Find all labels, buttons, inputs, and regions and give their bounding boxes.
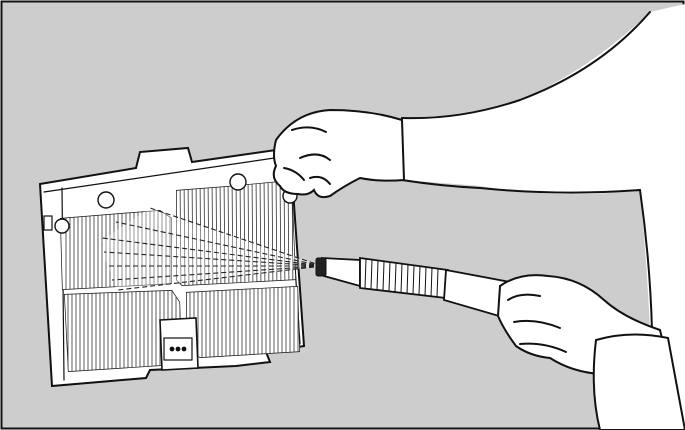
filter-clip: [55, 219, 69, 233]
filter-clip: [230, 174, 246, 190]
filter-latch: [160, 318, 198, 370]
filter-mesh-lower-right: [186, 286, 300, 358]
filter-side-tab: [44, 216, 52, 230]
filter-clip: [98, 192, 114, 208]
